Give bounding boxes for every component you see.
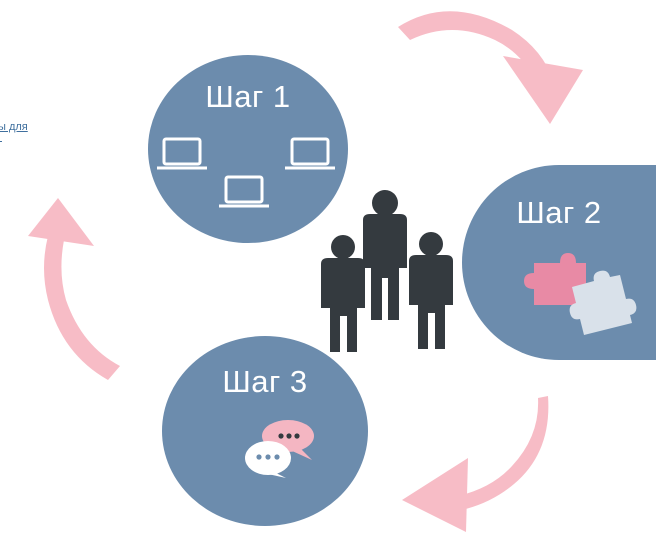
arrow-step2-to-step3 — [402, 396, 549, 532]
step-3-title: Шаг 3 — [222, 364, 308, 399]
cut-off-link-underline — [0, 141, 2, 142]
step-1-circle: Шаг 1 — [148, 55, 348, 243]
step-2-circle: Шаг 2 — [462, 165, 656, 360]
cut-off-link[interactable]: ы для — [0, 121, 28, 133]
laptops-icon — [157, 137, 335, 208]
step-1-title: Шаг 1 — [205, 79, 291, 114]
arrow-step1-to-step2 — [398, 11, 583, 124]
step-2-title: Шаг 2 — [516, 195, 602, 230]
arrow-step3-to-step1 — [28, 198, 120, 380]
step-3-circle: Шаг 3 — [162, 336, 368, 526]
chat-bubbles-icon — [245, 420, 314, 478]
puzzle-icon — [524, 253, 637, 335]
